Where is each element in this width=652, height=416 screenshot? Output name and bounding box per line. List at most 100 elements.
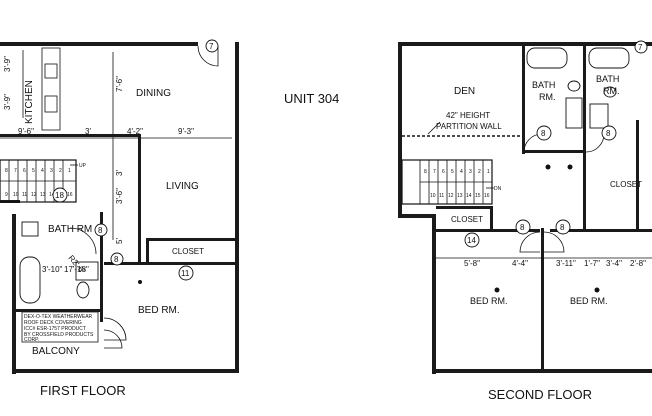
deck-note-line-3: ICC# ESR-1757 PRODUCT: [24, 326, 86, 332]
dim-3-4: 3'-4": [606, 259, 622, 268]
balcony-door-swing: [103, 329, 123, 349]
first-tag-8b: 8: [114, 255, 119, 264]
first-tag-18: 18: [55, 191, 64, 200]
balcony-label: BALCONY: [32, 346, 80, 357]
first-tag-11: 11: [181, 269, 190, 278]
first-tag-7-circle: [205, 39, 219, 53]
bath-a-label-line-1: BATH: [532, 80, 555, 90]
first-stair-step-13: 13: [40, 192, 46, 198]
second-stair-step-16: 16: [484, 193, 490, 199]
stair-dn-label: DN: [494, 186, 502, 192]
dining-label: DINING: [136, 88, 171, 99]
second-ceiling-light-a: [545, 164, 551, 170]
dim-4-4: 4'-4": [512, 259, 528, 268]
bed-a-door-swing: [519, 231, 541, 253]
first-floor-vanity: [75, 261, 99, 281]
first-floor-right-wall: [235, 42, 239, 372]
first-tag-18-circle: [52, 187, 68, 203]
partition-leader: [427, 121, 441, 135]
bath-a-label-line-2: RM.: [539, 92, 556, 102]
first-stair-step-1: 1: [68, 168, 71, 174]
balcony-top-wall: [14, 309, 102, 312]
second-tag-8d-circle: [555, 219, 571, 235]
bath-b-vanity: [589, 103, 609, 129]
bath-door-swing: [69, 227, 97, 255]
first-floor-plan: 8 7 6 5 4 3 2 1 9 10 11 12 13 14 15 16 U…: [0, 39, 239, 374]
second-floor-stair: 8 7 6 5 4 3 2 1 10 11 12 13 14 15 16 DN: [401, 159, 502, 205]
dim-3-9-b: 3'-9": [3, 94, 12, 110]
kitchen-sink: [44, 63, 58, 79]
first-stair-step-7: 7: [14, 168, 17, 174]
deck-note-line-5: CORP.: [24, 337, 39, 343]
second-tag-7-circle: [634, 40, 648, 54]
bed-divider-wall: [541, 228, 544, 372]
first-stair-step-4: 4: [41, 168, 44, 174]
dim-5: 5': [115, 238, 124, 244]
first-stair-step-2: 2: [59, 168, 62, 174]
first-tag-8b-circle: [110, 252, 124, 266]
kitchen-range: [44, 95, 58, 113]
first-floor-bathtub: [19, 256, 41, 304]
bath-a-toilet: [567, 80, 581, 92]
den-right-wall: [522, 44, 525, 154]
first-bath-label: BATH RM: [48, 224, 92, 235]
first-floor-stair: 8 7 6 5 4 3 2 1 9 10 11 12 13 14 15 16 U…: [0, 159, 87, 203]
bed-b-label: BED RM.: [570, 296, 608, 306]
dim-3-10: 3'-10": [42, 265, 63, 274]
first-floor-top-wall: [0, 42, 198, 46]
second-stair-step-12: 12: [448, 193, 454, 199]
dim-17-18: 17'-18": [64, 265, 89, 274]
partition-label-line-2: PARTITION WALL: [436, 122, 502, 131]
second-stair-step-10: 10: [430, 193, 436, 199]
second-stair-step-4: 4: [460, 169, 463, 175]
closet-a-right-wall: [490, 206, 493, 232]
deck-note-line-1: DEX-O-TEX WEATHERWEAR: [24, 314, 93, 320]
first-tag-8a-circle: [94, 223, 108, 237]
first-tag-8a: 8: [98, 226, 103, 235]
first-floor-title: FIRST FLOOR: [40, 383, 126, 398]
first-stair-step-10: 10: [13, 192, 19, 198]
first-tag-11-circle: [178, 265, 194, 281]
bath-a-tub: [526, 47, 568, 69]
first-stair-step-6: 6: [23, 168, 26, 174]
bed-a-label: BED RM.: [470, 296, 508, 306]
deck-note-box: [21, 311, 99, 343]
first-stair-step-12: 12: [31, 192, 37, 198]
closet-a-label: CLOSET: [451, 215, 483, 224]
first-bedroom-label: BED RM.: [138, 305, 180, 316]
second-stair-step-3: 3: [469, 169, 472, 175]
bath-b-door-swing: [585, 133, 605, 153]
dim-7-6: 7'-6": [115, 76, 124, 92]
second-stair-step-7: 7: [433, 169, 436, 175]
second-tag-14: 14: [467, 236, 476, 245]
second-stair-step-2: 2: [478, 169, 481, 175]
second-stair-step-15: 15: [475, 193, 481, 199]
second-floor-bed-left-wall: [432, 214, 436, 374]
second-stair-step-8: 8: [424, 169, 427, 175]
living-label: LIVING: [166, 181, 199, 192]
second-tag-8a-circle: [536, 125, 552, 141]
first-floor-toilet: [76, 281, 90, 299]
dim-3-6: 3'-6": [115, 188, 124, 204]
dim-4-2: 4'-2": [127, 127, 143, 136]
kitchen-label: KITCHEN: [24, 80, 35, 124]
kitchen-lower-wall: [0, 134, 140, 137]
second-tag-8b-circle: [601, 125, 617, 141]
second-stair-step-6: 6: [442, 169, 445, 175]
living-left-wall: [138, 134, 141, 264]
second-ceiling-light-d: [594, 287, 600, 293]
dim-3-9-a: 3'-9": [3, 56, 12, 72]
stair-up-label: UP: [79, 163, 87, 169]
partition-label-line-1: 42" HEIGHT: [446, 111, 490, 120]
bath-partition-wall: [583, 44, 586, 232]
first-floor-left-wall: [12, 214, 16, 374]
dim-2-8: 2'-8": [630, 259, 646, 268]
bath-b-label-line-2: RM.: [603, 86, 620, 96]
bath-b-toilet: [603, 86, 617, 98]
bath-b-label-line-1: BATH: [596, 74, 619, 84]
dim-5-8: 5'-8": [464, 259, 480, 268]
first-stair-step-5: 5: [32, 168, 35, 174]
bedroom-door-swing: [103, 317, 127, 341]
ceiling-light-symbol: [138, 280, 142, 284]
